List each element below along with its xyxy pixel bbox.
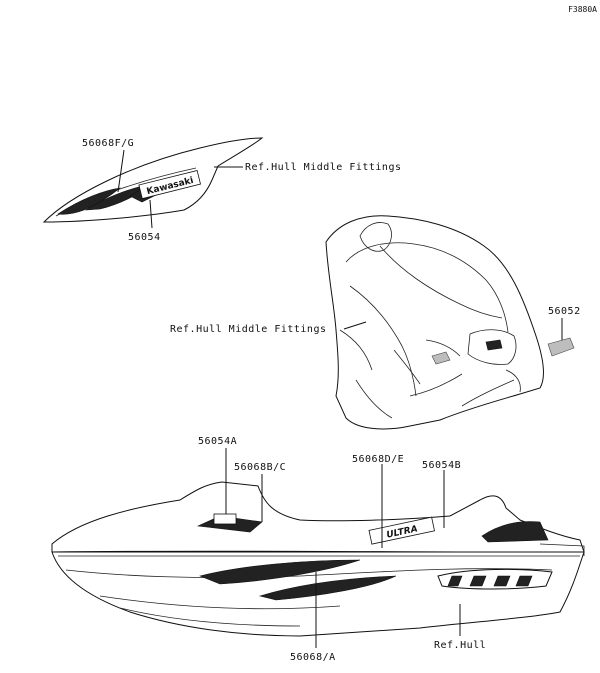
label-56068A: 56068/A <box>290 652 336 663</box>
label-56068FG: 56068F/G <box>82 138 134 149</box>
label-ref-hull-middle-top: Ref.Hull Middle Fittings <box>245 162 402 173</box>
label-56054A: 56054A <box>198 436 237 447</box>
hull: ULTRA <box>51 481 585 637</box>
label-56068BC: 56068B/C <box>234 462 286 473</box>
diagram-code: F3880A <box>568 5 597 14</box>
side-decal-upper: Kawasaki <box>42 137 264 223</box>
hull-middle-fittings <box>325 215 544 430</box>
label-ref-hull: Ref.Hull <box>434 640 486 651</box>
part-56052-tag <box>547 337 575 357</box>
label-56054: 56054 <box>128 232 161 243</box>
label-56054B: 56054B <box>422 460 461 471</box>
label-56052: 56052 <box>548 306 581 317</box>
label-ref-hull-middle-mid: Ref.Hull Middle Fittings <box>170 324 327 335</box>
logo-badge <box>213 513 237 525</box>
label-56068DE: 56068D/E <box>352 454 404 465</box>
